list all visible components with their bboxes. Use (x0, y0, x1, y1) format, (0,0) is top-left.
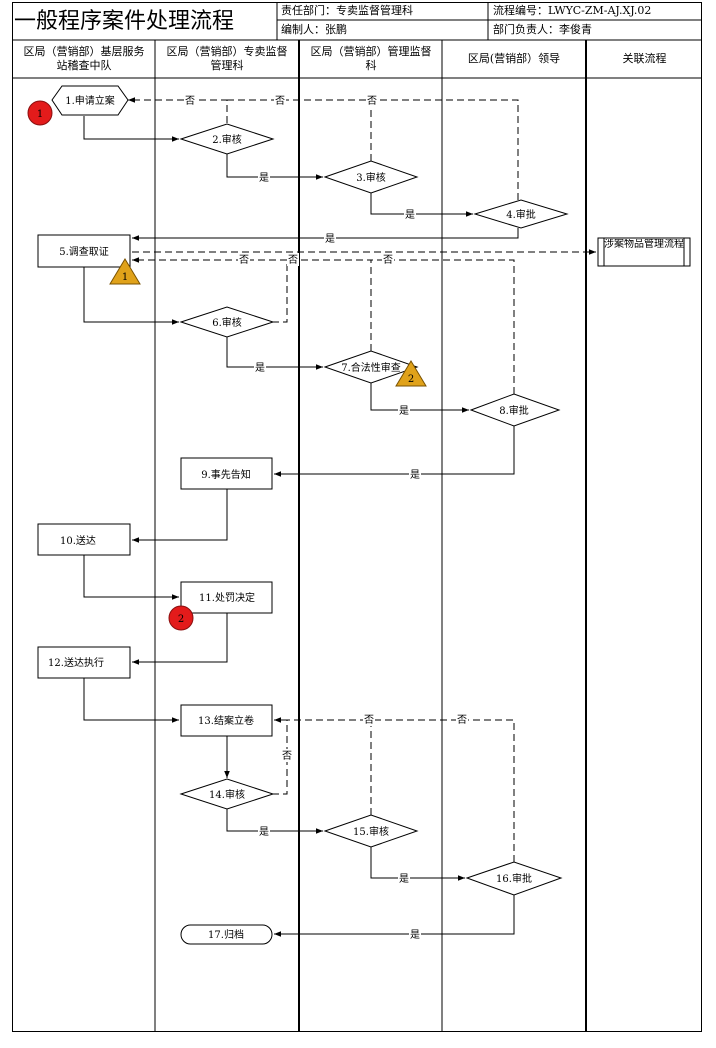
responsible-dept-value: 专卖监督管理科 (336, 4, 413, 17)
node-2-label: 2.审核 (212, 133, 242, 146)
label-no-n4: 否 (367, 95, 377, 107)
warning-triangle-2-label: 2 (408, 374, 414, 385)
editor: 编制人：张鹏 (281, 21, 347, 39)
node-3-review: 3.审核 (323, 160, 419, 194)
red-risk-marker-2: 2 (168, 605, 194, 631)
warning-triangle-1-label: 1 (122, 272, 128, 283)
node-7-label: 7.合法性审查 (341, 361, 401, 374)
node-16-label: 16.审批 (496, 872, 532, 885)
warning-triangle-1: 1 (109, 258, 141, 285)
label-yes-n8: 是 (410, 469, 420, 481)
label-no-n6: 否 (239, 254, 249, 266)
dept-owner-value: 李俊青 (559, 23, 592, 36)
label-no-n14: 否 (282, 750, 292, 762)
label-yes-n15: 是 (399, 873, 409, 885)
editor-value: 张鹏 (325, 23, 347, 36)
node-5-label: 5.调查取证 (59, 245, 109, 258)
node-8-label: 8.审批 (499, 404, 529, 417)
node-10-label: 10.送达 (60, 534, 96, 547)
header-grid (12, 2, 702, 79)
label-yes-n16: 是 (410, 929, 420, 941)
node-3-label: 3.审核 (356, 171, 386, 184)
branch-labels: 否 否 否 是 是 是 否 否 否 是 是 是 否 否 (184, 93, 468, 941)
responsible-dept-label: 责任部门： (281, 4, 336, 17)
label-yes-n6: 是 (255, 362, 265, 374)
node-15-label: 15.审核 (353, 825, 389, 838)
lane-header-leadership: 区局(营销部）领导 (467, 52, 561, 65)
node-15-review: 15.审核 (323, 814, 419, 848)
node-13-label: 13.结案立卷 (198, 714, 254, 727)
label-no-n15: 否 (364, 714, 374, 726)
label-no-n16: 否 (457, 714, 467, 726)
node-9-label: 9.事先告知 (201, 468, 251, 481)
risk-markers: 1 1 2 2 (27, 100, 427, 631)
node-6-review: 6.审核 (179, 306, 275, 338)
page-title: 一般程序案件处理流程 (14, 9, 235, 34)
node-12-label: 12.送达执行 (48, 656, 104, 669)
process-code: 流程编号：LWYC-ZM-AJ.XJ.02 (493, 2, 651, 20)
dept-owner-label: 部门负责人： (493, 23, 559, 36)
node-13-case-closing: 13.结案立卷 (180, 704, 273, 737)
node-5-investigate: 5.调查取证 (37, 234, 131, 268)
label-yes-n7: 是 (399, 405, 409, 417)
node-14-label: 14.审核 (209, 788, 245, 801)
node-4-approve: 4.审批 (473, 199, 569, 229)
node-1-apply-filing: 1.申请立案 (51, 85, 129, 116)
label-yes-n4: 是 (325, 233, 335, 245)
editor-label: 编制人： (281, 23, 325, 36)
label-no-n3: 否 (275, 95, 285, 107)
flow-nodes: 1.申请立案 2.审核 3.审核 4.审批 5.调查取证 (37, 85, 691, 945)
red-risk-marker-2-label: 2 (178, 614, 184, 625)
responsible-dept: 责任部门：专卖监督管理科 (281, 2, 413, 20)
node-1-label: 1.申请立案 (65, 94, 115, 107)
node-17-label: 17.归档 (208, 928, 244, 941)
lane-header-inspection-team: 区局（营销部）基层服务站稽查中队 (23, 45, 145, 72)
flowchart-frame (12, 2, 702, 1032)
related-process-box: 涉案物品管理流程 (597, 237, 691, 267)
label-yes-n14: 是 (259, 826, 269, 838)
node-14-review: 14.审核 (179, 778, 275, 810)
label-yes-n3: 是 (405, 209, 415, 221)
solid-connectors (83, 116, 519, 937)
node-4-label: 4.审批 (506, 208, 536, 221)
lane-header-management-supervision: 区局（营销部）管理监督科 (310, 45, 432, 72)
label-no-n7: 否 (288, 254, 298, 266)
node-10-delivery: 10.送达 (37, 523, 131, 556)
process-code-value: LWYC-ZM-AJ.XJ.02 (548, 4, 652, 17)
node-9-prior-notice: 9.事先告知 (180, 457, 273, 490)
node-11-label: 11.处罚决定 (199, 591, 255, 604)
label-yes-n2: 是 (259, 172, 269, 184)
red-risk-marker-1-label: 1 (37, 109, 43, 120)
process-code-label: 流程编号： (493, 4, 548, 17)
lane-separators (154, 40, 587, 1032)
node-11-penalty-decision: 11.处罚决定 (180, 581, 273, 614)
node-7-legality-review: 7.合法性审查 (323, 350, 419, 384)
dept-owner: 部门负责人：李俊青 (493, 21, 592, 39)
node-8-approve: 8.审批 (469, 393, 561, 427)
node-2-review: 2.审核 (179, 123, 275, 155)
node-12-delivery-execution: 12.送达执行 (37, 646, 131, 679)
node-6-label: 6.审核 (212, 316, 242, 329)
lane-header-related-process: 关联流程 (622, 52, 667, 65)
related-process-label: 涉案物品管理流程 (604, 239, 684, 250)
lane-header-monopoly-supervision: 区局（营销部）专卖监督管理科 (166, 45, 288, 72)
red-risk-marker-1: 1 (27, 100, 53, 126)
label-no-n2: 否 (185, 95, 195, 107)
label-no-n8: 否 (383, 254, 393, 266)
node-17-archive: 17.归档 (180, 924, 273, 945)
node-16-approve: 16.审批 (465, 861, 563, 896)
warning-triangle-2: 2 (395, 360, 427, 387)
